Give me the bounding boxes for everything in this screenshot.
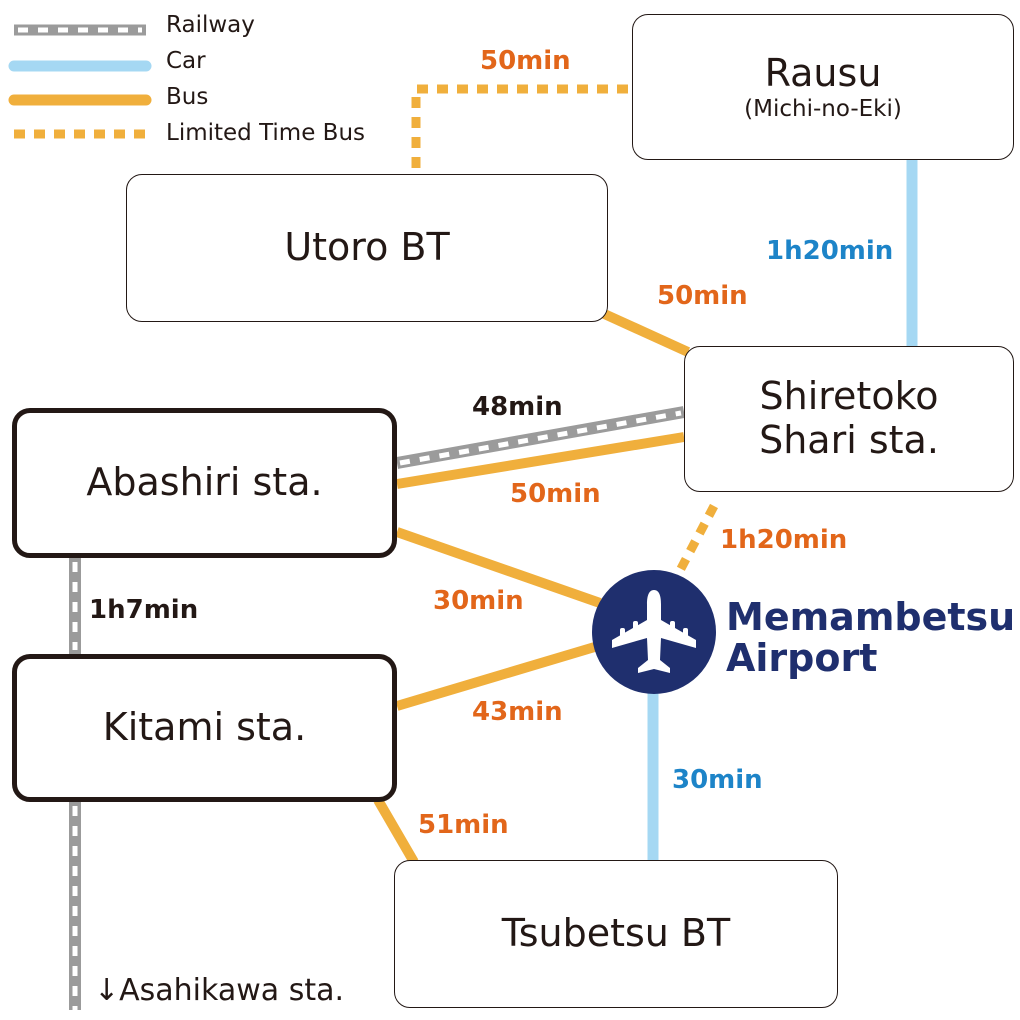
place-utoro-name: Utoro BT: [284, 225, 450, 270]
route-utoro-rausu: [411, 84, 632, 168]
legend-car-label: Car: [166, 48, 206, 74]
route-shiretoko-airport: [672, 503, 718, 581]
route-kitami-airport: [395, 641, 600, 711]
legend-bus-label: Bus: [166, 84, 209, 110]
airport-name: Memambetsu Airport: [726, 595, 1016, 681]
place-utoro: Utoro BT: [126, 174, 608, 322]
place-rausu-sub: (Michi-no-Eki): [744, 95, 902, 122]
route-abashiri-shiretoko-bus: [396, 432, 685, 489]
time-abashiri-kitami: 1h7min: [89, 595, 199, 625]
place-abashiri-name: Abashiri sta.: [86, 460, 323, 505]
place-tsubetsu: Tsubetsu BT: [394, 860, 838, 1008]
place-abashiri: Abashiri sta.: [12, 408, 397, 558]
airport-marker: [592, 570, 716, 694]
place-rausu: Rausu (Michi-no-Eki): [632, 14, 1014, 160]
time-abashiri-shiretoko-bus: 50min: [510, 479, 601, 509]
time-airport-tsubetsu: 30min: [672, 765, 763, 795]
time-utoro-rausu: 50min: [480, 46, 571, 76]
place-tsubetsu-name: Tsubetsu BT: [501, 911, 731, 956]
time-shiretoko-airport: 1h20min: [720, 525, 848, 555]
route-abashiri-airport: [395, 527, 602, 608]
legend-limited-bus-label: Limited Time Bus: [166, 120, 366, 146]
place-shiretoko: Shiretoko Shari sta.: [684, 346, 1014, 492]
airplane-icon: [612, 590, 696, 673]
airport-name-line2: Airport: [726, 636, 878, 681]
time-kitami-tsubetsu: 51min: [418, 810, 509, 840]
route-utoro-shiretoko: [597, 307, 691, 357]
route-abashiri-shiretoko-rail: [395, 406, 686, 469]
time-utoro-shiretoko: 50min: [657, 281, 748, 311]
place-shiretoko-line1: Shiretoko: [759, 374, 939, 419]
time-rausu-shiretoko: 1h20min: [766, 236, 894, 266]
place-shiretoko-line2: Shari sta.: [759, 418, 939, 462]
place-asahikawa: ↓Asahikawa sta.: [94, 973, 345, 1008]
time-abashiri-shiretoko-rail: 48min: [472, 392, 563, 422]
legend-railway-label: Railway: [166, 12, 255, 38]
time-abashiri-airport: 30min: [433, 586, 524, 616]
airport-name-line1: Memambetsu: [726, 595, 1016, 639]
place-rausu-name: Rausu: [764, 51, 882, 96]
route-kitami-tsubetsu: [373, 797, 419, 865]
place-kitami-name: Kitami sta.: [102, 705, 307, 750]
place-kitami: Kitami sta.: [12, 654, 397, 802]
time-kitami-airport: 43min: [472, 697, 563, 727]
